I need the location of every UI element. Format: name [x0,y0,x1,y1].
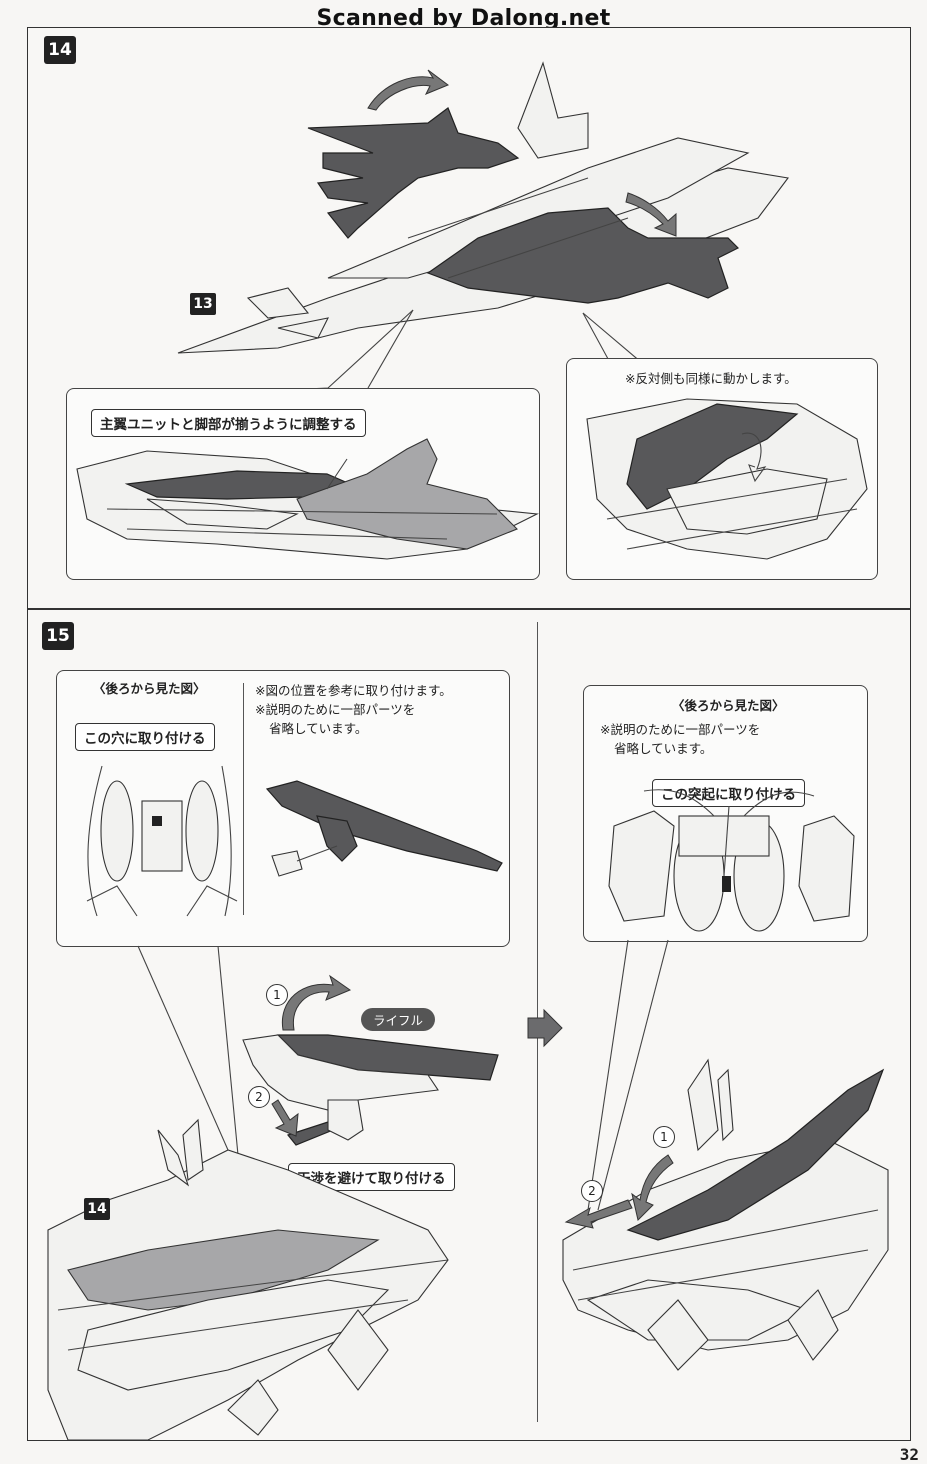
step-2-marker-right: 2 [581,1180,603,1202]
aircraft-illustration-step15-left [47,1118,449,1441]
rear-view-callout-left: 〈後ろから見た図〉 この穴に取り付ける ※図の位置を参考に取り付けます。 ※説明… [56,670,510,947]
callout-pointers-right [587,939,669,1211]
rear-view-callout-right: 〈後ろから見た図〉 ※説明のために一部パーツを 省略しています。 この突起に取り… [583,685,868,942]
watermark-text: Scanned by Dalong.net [316,6,611,31]
omission-note-right-1: ※説明のために一部パーツを [600,722,761,737]
bump-attach-label: この突起に取り付ける [652,779,805,807]
step-1-marker-left: 1 [266,984,288,1006]
adjust-wing-label: 主翼ユニットと脚部が揃うように調整する [91,409,366,437]
part-ref-14: 14 [84,1198,110,1220]
omission-note-right-2: 省略しています。 [614,741,713,756]
step-14-number: 14 [44,36,76,64]
rear-view-illustration-right [608,789,855,932]
opposite-side-note: ※反対側も同様に動かします。 [625,371,797,386]
hole-attach-label: この穴に取り付ける [75,723,215,751]
aircraft-illustration-step15-right [562,1058,889,1371]
rifle-attach-illustration [207,974,499,1331]
rear-view-title-left: 〈後ろから見た図〉 [93,681,206,696]
step-1-marker-right: 1 [653,1126,675,1148]
part-ref-13: 13 [190,293,216,315]
rear-view-title-right: 〈後ろから見た図〉 [672,698,785,713]
rifle-label: ライフル [361,1008,436,1031]
step-2-marker-left: 2 [248,1086,270,1108]
step-15-panel: 15 〈後ろから見た図〉 この穴に取り付ける ※図の位置を参考に取り付けます。 … [27,609,911,1441]
rear-view-illustration-left [86,765,503,917]
step-14-panel: 14 13 主翼ユニットと脚部が揃うように調整する [27,27,911,609]
opposite-side-callout: ※反対側も同様に動かします。 [566,358,878,580]
step-15-number: 15 [42,622,74,650]
adjust-detail-illustration [76,438,539,560]
aircraft-illustration-step14 [177,61,789,354]
page-number: 32 [899,1445,919,1464]
callout-pointers-left [137,945,239,1156]
omission-note-2: 省略しています。 [269,721,368,736]
adjust-detail-callout: 主翼ユニットと脚部が揃うように調整する [66,388,540,580]
rear-view-separator [243,683,244,915]
position-note: ※図の位置を参考に取り付けます。 [255,683,452,698]
opposite-side-illustration [586,398,868,560]
omission-note-1: ※説明のために一部パーツを [255,702,416,717]
next-stage-arrow [527,1008,563,1048]
